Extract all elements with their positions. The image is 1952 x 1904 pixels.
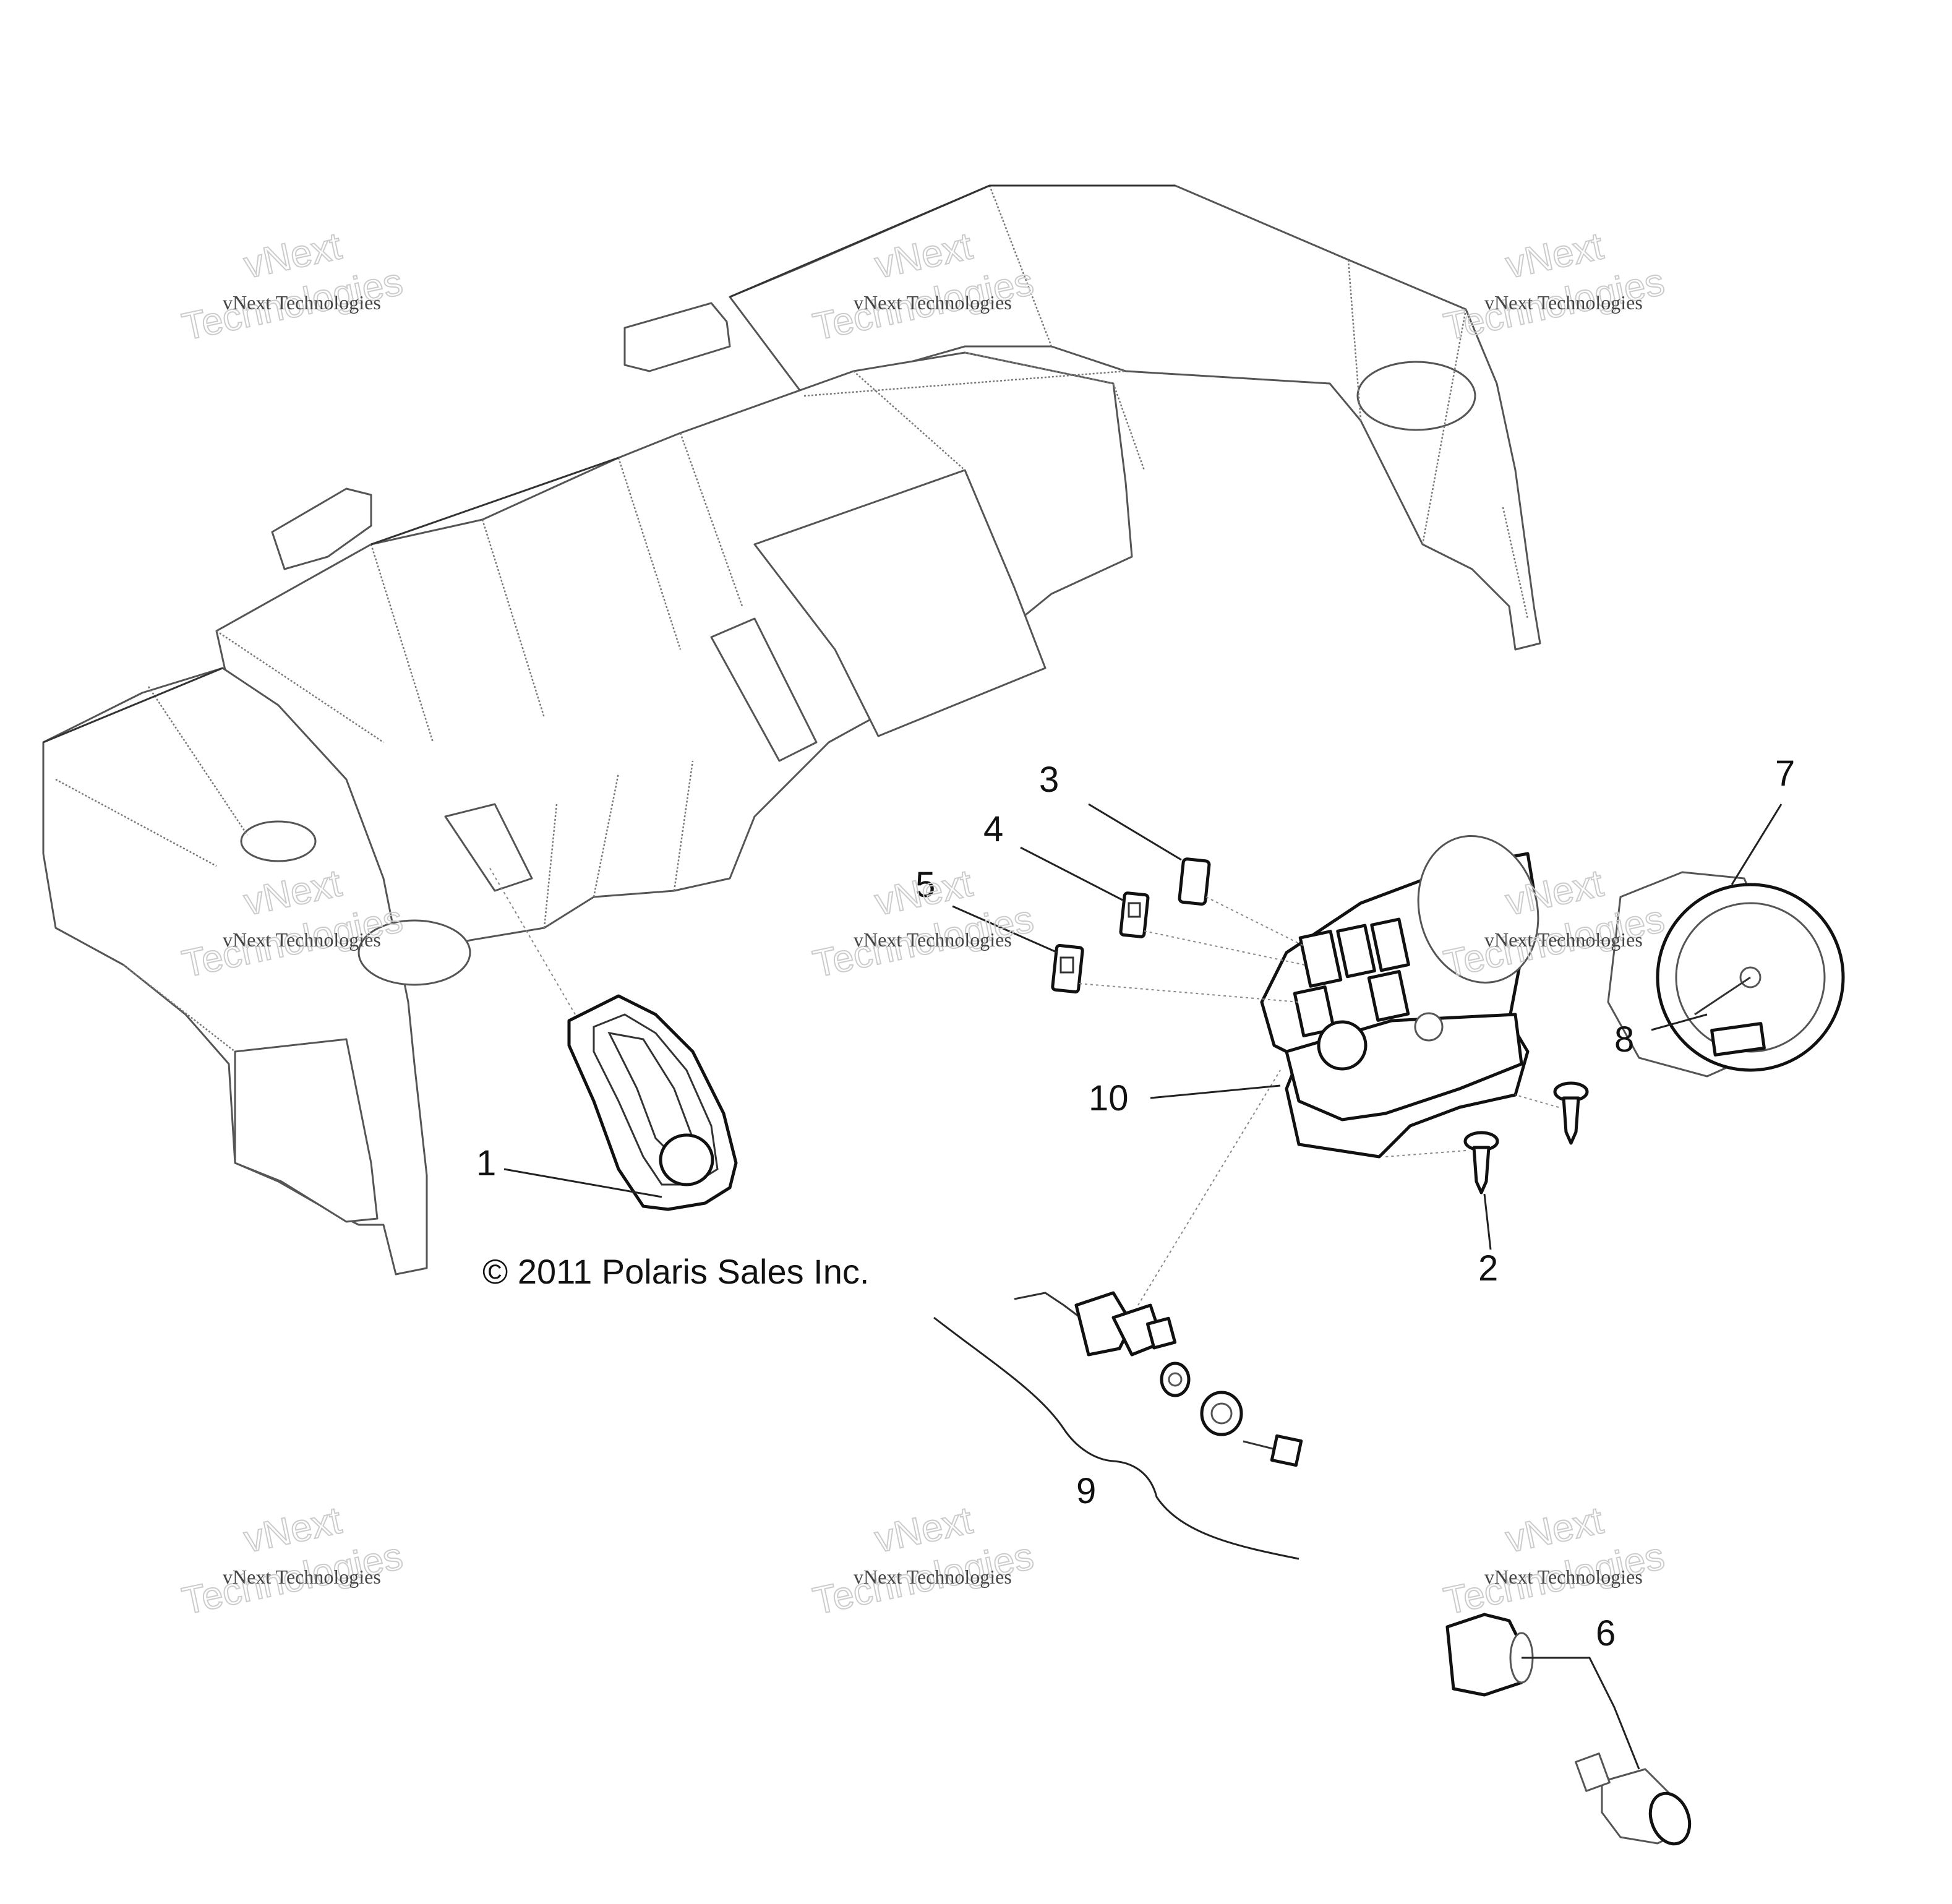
watermark-line: vNext Technologies (1484, 1566, 1643, 1588)
part-9-bracket (933, 1316, 1299, 1560)
callout-6: 6 (1596, 1613, 1616, 1653)
cup-holder-right (1356, 361, 1476, 431)
callout-9: 9 (1076, 1471, 1096, 1511)
dash-right-upper-panel (729, 184, 1541, 651)
callout-4: 4 (983, 809, 1003, 849)
part-5-switch (1051, 943, 1299, 1003)
odometer-window (1710, 1022, 1766, 1057)
watermark-line: vNext Technologies (854, 928, 1012, 951)
dash-knee-pocket (444, 803, 533, 892)
part-10-instrument-housing (1260, 835, 1539, 1159)
callout-labels: 1 2 3 4 5 6 7 8 9 10 (476, 753, 1795, 1653)
leader-4 (1020, 846, 1123, 901)
part-9-ignition-switch (933, 1070, 1303, 1560)
part-1-grab-handle (488, 865, 738, 1211)
callout-8: 8 (1614, 1019, 1634, 1060)
leader-1 (503, 1168, 662, 1198)
cup-holder-left (240, 820, 317, 862)
part-4-switch (1119, 891, 1306, 966)
leader-10 (1150, 1084, 1281, 1099)
watermark-line: vNext Technologies (854, 1566, 1012, 1588)
part-2-push-rivet-a (1515, 1081, 1589, 1145)
callout-2: 2 (1478, 1248, 1498, 1289)
part-6-power-outlet (1445, 1613, 1692, 1846)
leader-5 (952, 905, 1058, 954)
callout-10: 10 (1089, 1078, 1129, 1118)
leader-7 (1731, 804, 1783, 885)
part-7-speedometer (1515, 871, 1845, 1078)
callout-3: 3 (1039, 760, 1059, 800)
cup-holder-centre (357, 919, 471, 986)
dash-top-tab (623, 302, 731, 372)
leader-2 (1483, 1193, 1492, 1250)
watermark-line: vNext Technologies (223, 291, 381, 314)
callout-1: 1 (476, 1143, 496, 1183)
dash-left-tab (271, 487, 372, 570)
dash-small-vent (710, 617, 818, 762)
dashboard-assembly (42, 184, 1541, 1276)
watermark-line: vNext Technologies (854, 291, 1012, 314)
callout-7: 7 (1775, 753, 1795, 794)
leader-3 (1088, 803, 1182, 861)
callout-5: 5 (915, 865, 935, 905)
leader-8 (1651, 1013, 1708, 1031)
dash-left-fin (234, 1038, 379, 1223)
dash-outline-edges (43, 184, 1175, 744)
part-2-push-rivet-b (1385, 1131, 1499, 1194)
leader-6 (1522, 1657, 1640, 1770)
ignition-key (1243, 1434, 1303, 1467)
copyright-notice: © 2011 Polaris Sales Inc. (482, 1252, 869, 1291)
part-3-switch-blank (1178, 857, 1306, 947)
watermark-line: vNext Technologies (223, 928, 381, 951)
watermark-line: vNext Technologies (1484, 928, 1643, 951)
callout-leaders (503, 803, 1783, 1770)
watermark-line: vNext Technologies (223, 1566, 381, 1588)
watermark-line: vNext Technologies (1484, 291, 1643, 314)
dash-seam-lines (55, 185, 1529, 1052)
